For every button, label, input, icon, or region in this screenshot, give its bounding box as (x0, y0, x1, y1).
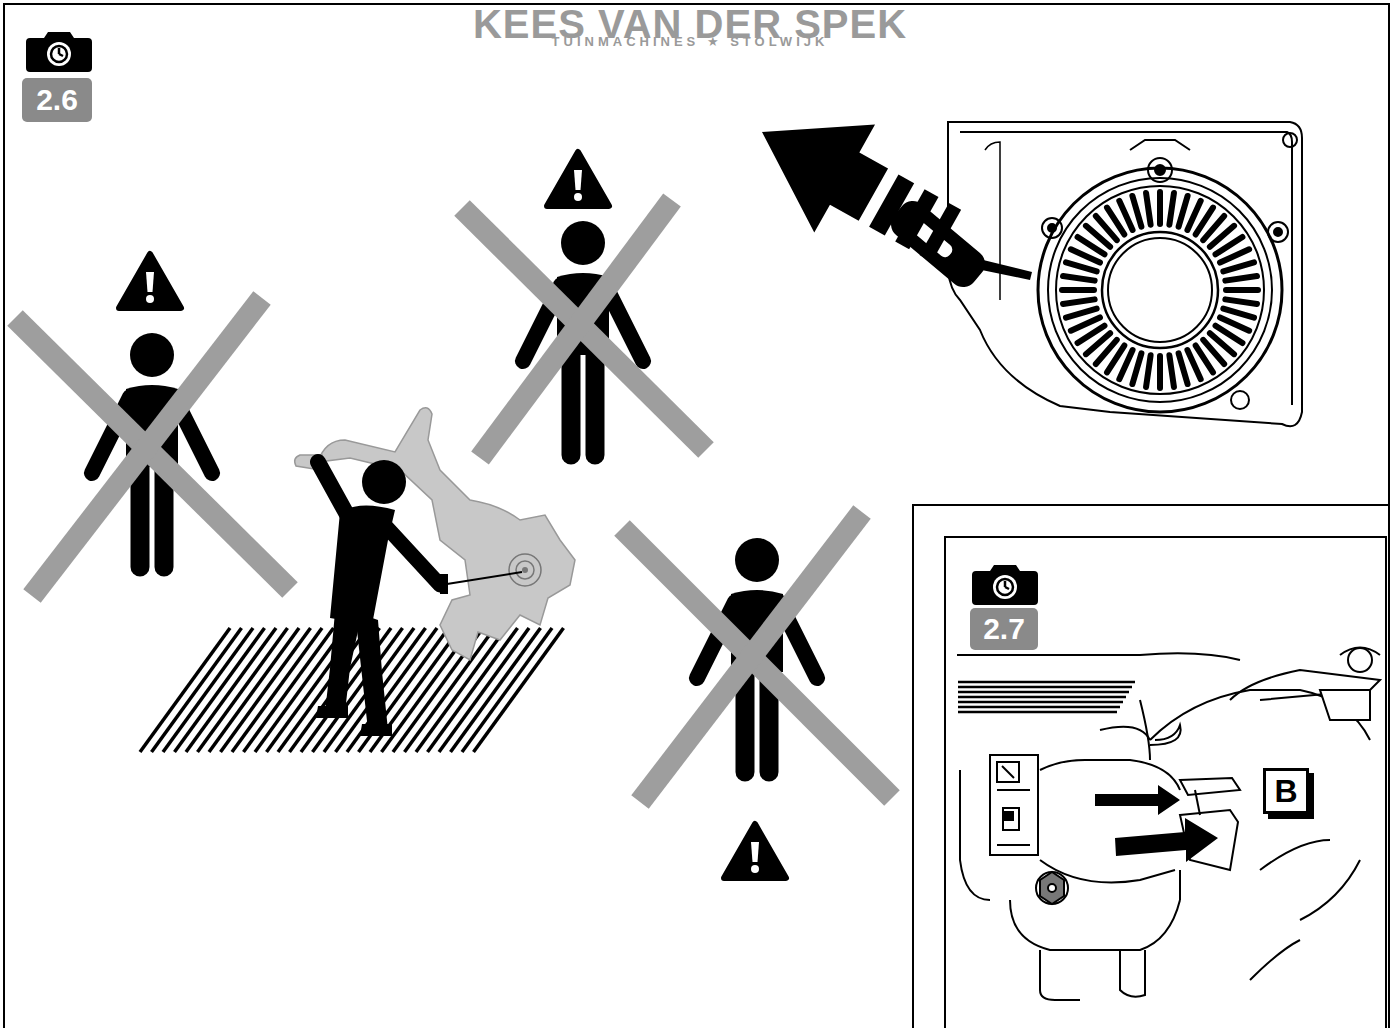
vent-slot (1063, 299, 1095, 304)
vent-slot (1169, 193, 1174, 225)
vent-slot (1225, 299, 1257, 304)
vent-slot (1066, 309, 1097, 318)
vent-slot (1071, 317, 1100, 330)
ground-hatch (221, 628, 311, 752)
ground-hatch (405, 628, 495, 752)
vent-slot (1157, 192, 1163, 224)
ground-hatch (186, 628, 276, 752)
cooling-fin (958, 706, 1120, 709)
cooling-fin (958, 711, 1117, 714)
vent-slot (1132, 196, 1141, 227)
vent-slot (1146, 193, 1151, 225)
ground-hatch (313, 628, 403, 752)
figure-number: 2.7 (970, 608, 1038, 650)
vent-slot (1226, 287, 1258, 293)
ground-hatch (152, 628, 242, 752)
vent-slot (1146, 355, 1151, 387)
vent-slot (1223, 262, 1254, 271)
watermark: TUINMACHINES ★ STOLWIJK (552, 35, 829, 49)
vent-slot (1223, 309, 1254, 318)
vent-slot (1066, 262, 1097, 271)
ground-hatch (244, 628, 334, 752)
cooling-fin (958, 701, 1123, 704)
cooling-fin (958, 691, 1129, 694)
pull-arrow-band (920, 203, 962, 262)
callout-letter: B (1263, 768, 1309, 814)
ground-hatch (140, 628, 230, 752)
vent-slot (1157, 356, 1163, 388)
figure-number-text: 2.6 (36, 83, 78, 117)
vent-slot (1062, 287, 1094, 293)
pull-arrow (762, 125, 888, 233)
vent-slot (1179, 196, 1188, 227)
vent-slot (1225, 276, 1257, 281)
vent-slot (1132, 353, 1141, 384)
cooling-fin (958, 686, 1132, 689)
figure-number-text: 2.7 (983, 612, 1025, 646)
callout-letter: B (1274, 773, 1297, 810)
vent-slot (1119, 201, 1132, 230)
ground-hatch (209, 628, 299, 752)
vent-slot (1169, 355, 1174, 387)
vent-slot (1179, 353, 1188, 384)
cooling-fin (958, 681, 1135, 684)
ground-hatch (175, 628, 265, 752)
figure-number: 2.6 (22, 78, 92, 122)
ground-hatch (198, 628, 288, 752)
ground-hatch (163, 628, 253, 752)
ground-hatch (232, 628, 322, 752)
vent-slot (1187, 350, 1200, 379)
vent-slot (1063, 276, 1095, 281)
ground-hatch (462, 628, 552, 752)
vent-slot (1220, 249, 1249, 262)
cooling-fin (958, 696, 1126, 699)
ground-hatch (474, 628, 564, 752)
